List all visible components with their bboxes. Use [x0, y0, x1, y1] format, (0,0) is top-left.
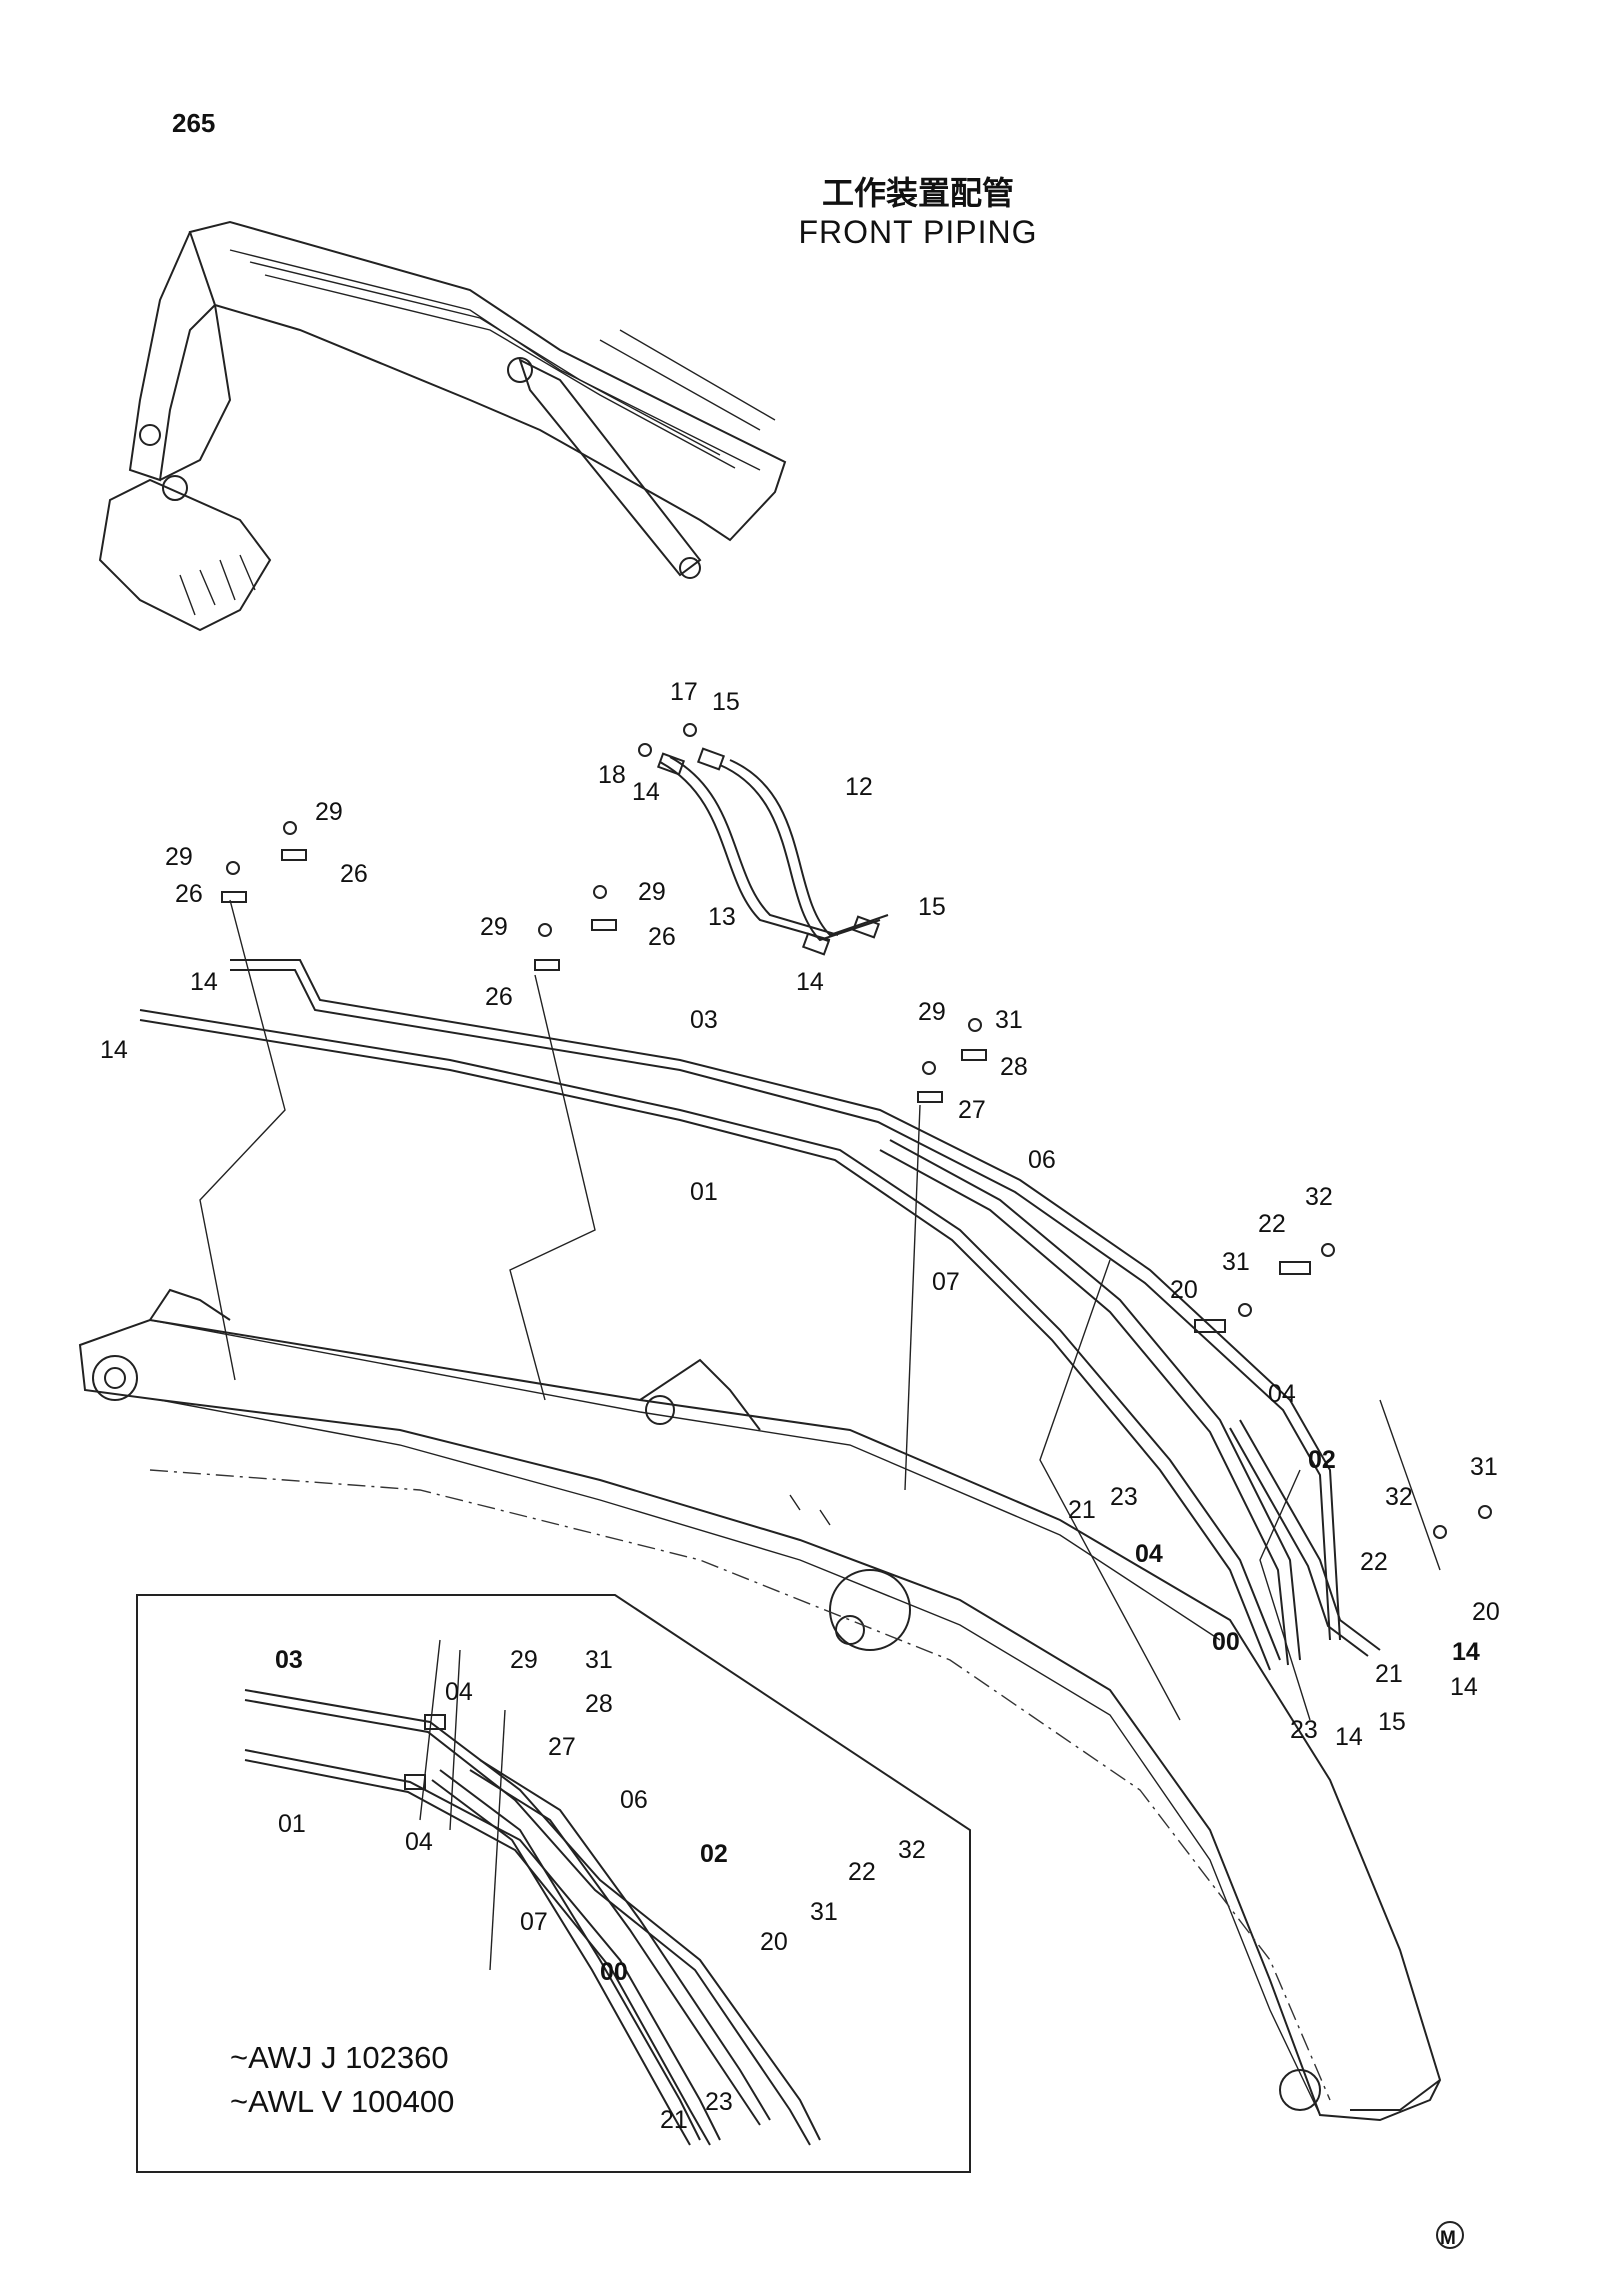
label-07: 07 — [932, 1268, 960, 1296]
label-26: 26 — [648, 923, 676, 951]
label-13: 13 — [708, 903, 736, 931]
label-27: 27 — [958, 1096, 986, 1124]
label-22: 22 — [1258, 1210, 1286, 1238]
clamp-marks — [221, 723, 1492, 1539]
m-mark-letter: M — [1440, 2228, 1456, 2249]
label-04: 04 — [1268, 1380, 1296, 1408]
label-21: 21 — [1375, 1660, 1403, 1688]
label-29: 29 — [918, 998, 946, 1026]
label-31: 31 — [1222, 1248, 1250, 1276]
label-32: 32 — [1305, 1183, 1333, 1211]
inset-label-22: 22 — [848, 1858, 876, 1886]
inset-label-06: 06 — [620, 1786, 648, 1814]
label-29: 29 — [480, 913, 508, 941]
inset-label-27: 27 — [548, 1733, 576, 1761]
label-01: 01 — [690, 1178, 718, 1206]
inset-label-00: 00 — [600, 1958, 628, 1986]
label-21: 21 — [1068, 1496, 1096, 1524]
label-26: 26 — [485, 983, 513, 1011]
inset-label-04: 04 — [405, 1828, 433, 1856]
serial-range-1: ~AWJ J 102360 — [230, 2040, 449, 2075]
main-part-labels: 17 15 18 14 12 13 15 14 29 26 29 26 14 1… — [100, 678, 1500, 1751]
inset-label-02: 02 — [700, 1840, 728, 1868]
label-14: 14 — [1450, 1673, 1478, 1701]
hose-12-13 — [656, 747, 889, 956]
label-15: 15 — [1378, 1708, 1406, 1736]
inset-label-32: 32 — [898, 1836, 926, 1864]
inset-label-20: 20 — [760, 1928, 788, 1956]
arm-body — [78, 1288, 1442, 2122]
label-02: 02 — [1308, 1446, 1336, 1474]
label-03: 03 — [690, 1006, 718, 1034]
label-31: 31 — [995, 1006, 1023, 1034]
inset-label-03: 03 — [275, 1646, 303, 1674]
label-29: 29 — [165, 843, 193, 871]
label-23: 23 — [1290, 1716, 1318, 1744]
label-26: 26 — [175, 880, 203, 908]
inset-label-31: 31 — [810, 1898, 838, 1926]
main-pipes — [139, 959, 1381, 1671]
inset-label-29: 29 — [510, 1646, 538, 1674]
title-english: FRONT PIPING — [798, 214, 1038, 250]
leader-lines — [199, 899, 1441, 1721]
inset-label-07: 07 — [520, 1908, 548, 1936]
title-chinese: 工作装置配管 — [821, 174, 1014, 212]
label-28: 28 — [1000, 1053, 1028, 1081]
m-mark: M — [1436, 2221, 1464, 2249]
label-17: 17 — [670, 678, 698, 706]
label-22: 22 — [1360, 1548, 1388, 1576]
label-32: 32 — [1385, 1483, 1413, 1511]
label-23: 23 — [1110, 1483, 1138, 1511]
label-00: 00 — [1212, 1628, 1240, 1656]
label-14: 14 — [796, 968, 824, 996]
label-06: 06 — [1028, 1146, 1056, 1174]
excavator-overview-sketch — [98, 220, 787, 632]
page-number: 265 — [172, 108, 216, 138]
inset-label-23: 23 — [705, 2088, 733, 2116]
inset-label-21: 21 — [660, 2106, 688, 2134]
inset-detail: 03 01 04 04 29 31 28 27 06 02 07 00 22 3… — [136, 1594, 971, 2173]
label-20: 20 — [1170, 1276, 1198, 1304]
label-14: 14 — [1452, 1638, 1480, 1666]
label-29: 29 — [315, 798, 343, 826]
label-31: 31 — [1470, 1453, 1498, 1481]
inset-label-28: 28 — [585, 1690, 613, 1718]
label-26: 26 — [340, 860, 368, 888]
label-18: 18 — [598, 761, 626, 789]
label-14: 14 — [632, 778, 660, 806]
label-14: 14 — [190, 968, 218, 996]
label-20: 20 — [1472, 1598, 1500, 1626]
serial-range-2: ~AWL V 100400 — [230, 2084, 454, 2119]
inset-label-01: 01 — [278, 1810, 306, 1838]
inset-label-31: 31 — [585, 1646, 613, 1674]
label-04: 04 — [1135, 1540, 1163, 1568]
label-29: 29 — [638, 878, 666, 906]
label-15: 15 — [918, 893, 946, 921]
label-15: 15 — [712, 688, 740, 716]
label-12: 12 — [845, 773, 873, 801]
label-14: 14 — [100, 1036, 128, 1064]
inset-label-04: 04 — [445, 1678, 473, 1706]
label-14: 14 — [1335, 1723, 1363, 1751]
